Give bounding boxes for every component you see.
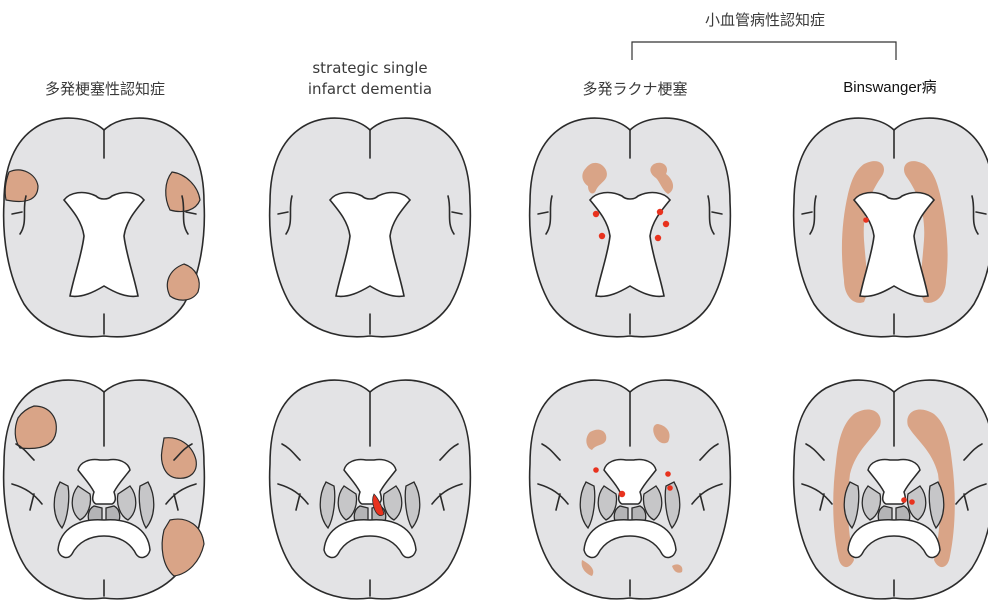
brain-lacunar-top [530, 118, 731, 337]
group-bracket [632, 42, 896, 60]
brain-binswanger-bottom [794, 380, 988, 599]
brain-lacunar-bottom [530, 380, 731, 599]
brain-strategic-bottom [270, 380, 471, 599]
brain-multi-infarct-top [4, 118, 205, 337]
brain-strategic-top [270, 118, 471, 337]
brain-binswanger-top [794, 118, 988, 337]
brain-multi-infarct-bottom [4, 380, 205, 599]
